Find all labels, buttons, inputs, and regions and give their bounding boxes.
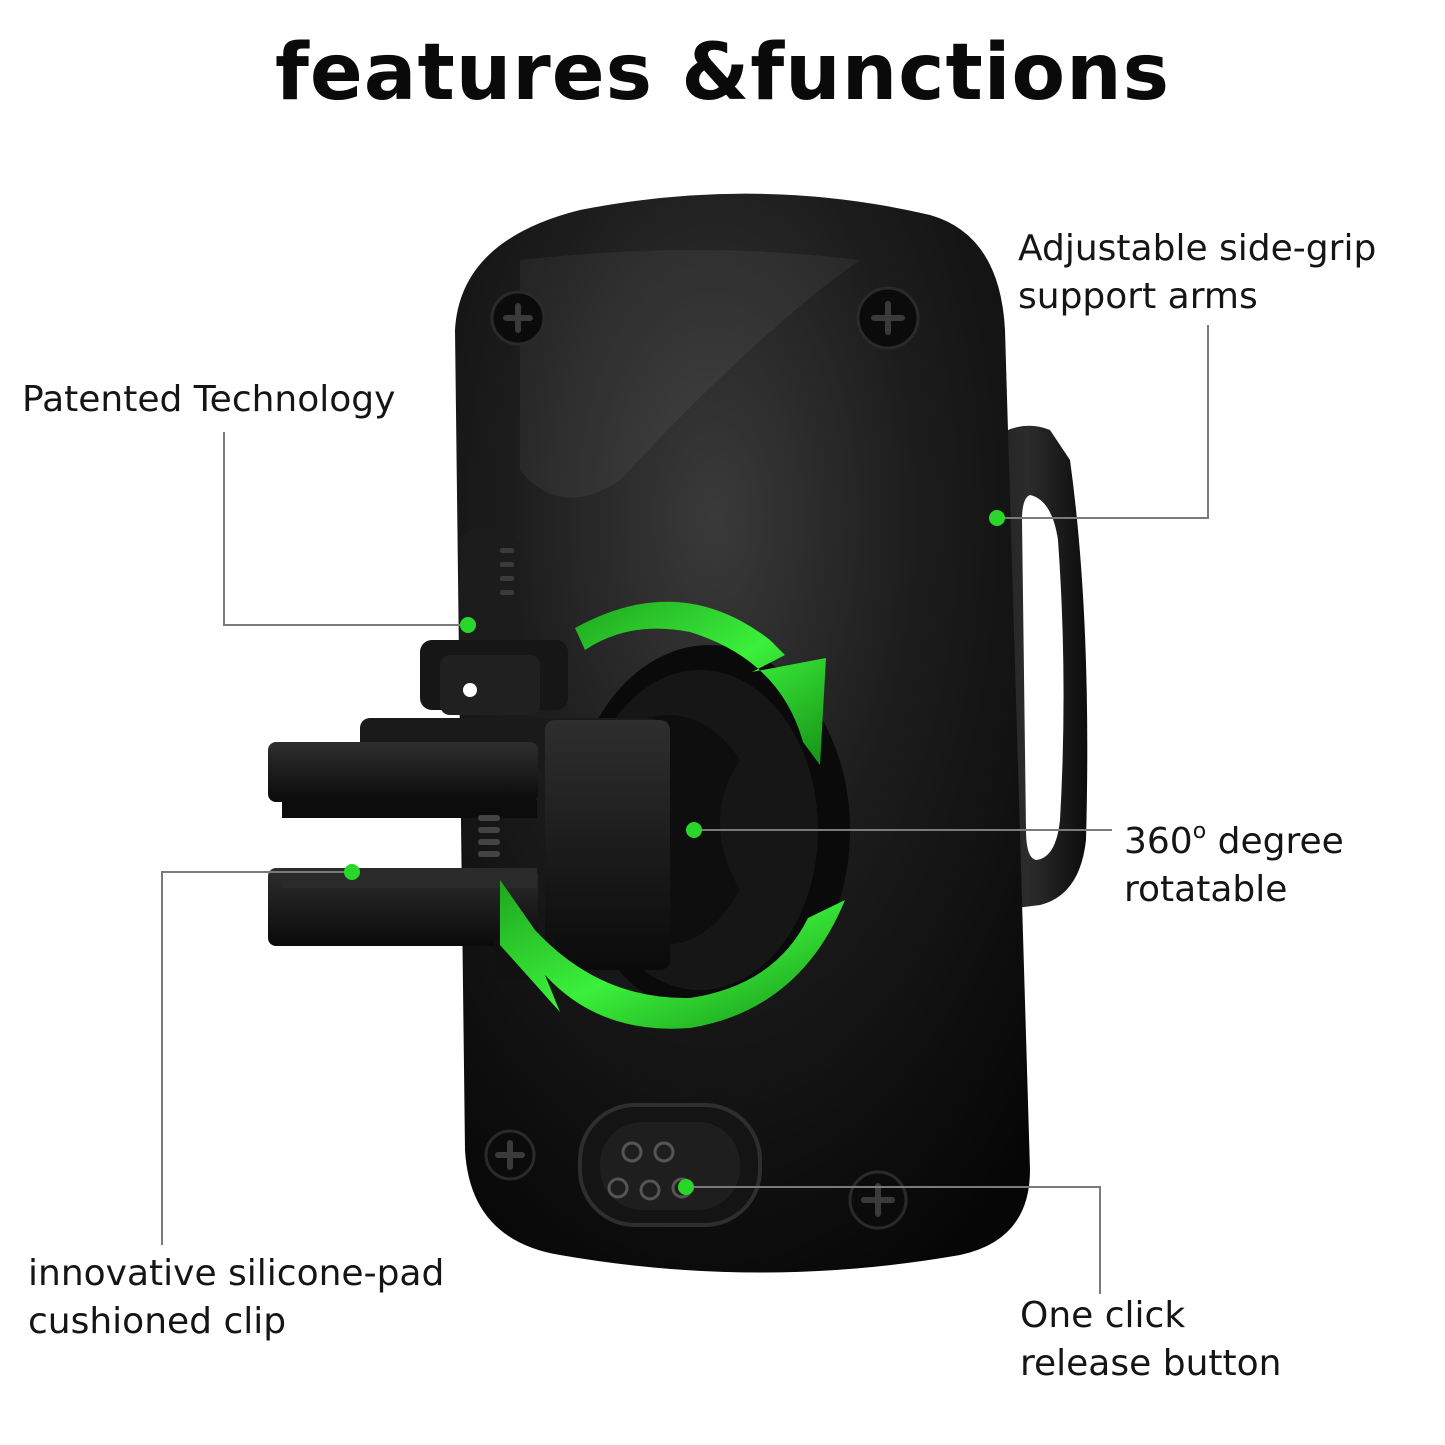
callout-line: cushioned clip — [28, 1301, 287, 1342]
callout-silicone-pad: innovative silicone-pad cushioned clip — [28, 1250, 444, 1346]
callout-line: release button — [1020, 1343, 1282, 1384]
callout-side-grip: Adjustable side-grip support arms — [1018, 225, 1376, 321]
degree-word: degree — [1206, 821, 1344, 862]
callout-line: Patented Technology — [22, 379, 396, 420]
leader-line-side-grip — [997, 325, 1209, 519]
callout-dot-silicone — [344, 864, 360, 880]
callout-line: Adjustable side-grip — [1018, 228, 1377, 269]
callout-line: support arms — [1018, 276, 1258, 317]
callout-dot-release — [678, 1179, 694, 1195]
rotation-degrees: 360 — [1124, 821, 1193, 862]
callout-release-button: One click release button — [1020, 1292, 1281, 1388]
release-button-icon — [578, 1103, 762, 1227]
rotation-arrows-icon — [500, 601, 845, 1029]
page-title: features &functions — [274, 28, 1171, 118]
callout-dots — [344, 510, 1005, 1195]
screw-icon — [856, 286, 920, 350]
degree-symbol: o — [1192, 819, 1207, 844]
leader-lines — [161, 325, 1209, 1294]
leader-line-release — [686, 1186, 1101, 1294]
callout-dot-rotatable — [686, 822, 702, 838]
screw-icon — [490, 290, 546, 346]
vent-clip — [268, 718, 670, 980]
callout-line: innovative silicone-pad — [28, 1253, 445, 1294]
callout-line: One click — [1020, 1295, 1186, 1336]
patented-tab — [420, 527, 568, 715]
callout-dot-side-grip — [989, 510, 1005, 526]
callout-360-rotatable: 360o degree rotatable — [1124, 810, 1344, 914]
callout-patented-technology: Patented Technology — [22, 376, 395, 424]
callout-dot-patented — [460, 617, 476, 633]
callout-line: rotatable — [1124, 869, 1288, 910]
leader-line-silicone — [161, 871, 352, 1245]
leader-line-patented — [223, 432, 468, 626]
screw-icon — [848, 1170, 908, 1230]
callout-line: 360o degree — [1124, 810, 1344, 866]
screw-icon — [484, 1129, 536, 1181]
